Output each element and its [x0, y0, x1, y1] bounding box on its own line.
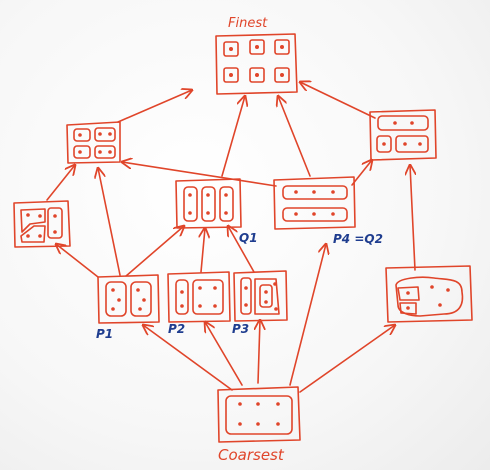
node-upper-right	[369, 109, 437, 161]
edge-q1-finest	[221, 96, 245, 177]
edge-p4-finest	[278, 96, 311, 177]
edges	[46, 82, 415, 393]
edge-p4-upperright	[351, 160, 372, 186]
edge-p4-upperleft	[122, 162, 277, 187]
node-p1	[97, 274, 160, 324]
label-finest: Finest	[228, 16, 268, 31]
label-p1: P1	[96, 327, 113, 341]
edge-coarsest-p1	[143, 325, 233, 391]
node-coarsest	[217, 386, 301, 443]
edge-p2-q1	[201, 228, 205, 273]
label-coarsest: Coarsest	[218, 446, 285, 464]
node-right	[385, 265, 473, 323]
edge-p3-q1	[228, 226, 255, 273]
label-p4-q2: P4 =Q2	[333, 232, 383, 246]
node-left	[13, 200, 71, 248]
edge-p1-leftbox	[56, 244, 99, 278]
edge-upperleft-finest	[117, 90, 192, 123]
edge-coarsest-p4	[289, 244, 326, 386]
node-upper-left	[66, 121, 121, 164]
edge-coarsest-right	[299, 325, 395, 393]
edge-right-p4	[410, 165, 415, 271]
element-dots	[26, 45, 450, 426]
node-p4-q2	[273, 176, 356, 230]
node-p2	[167, 271, 231, 323]
edge-p1-upperleft	[98, 168, 121, 276]
node-q1	[175, 178, 242, 229]
node-finest	[215, 33, 298, 95]
edge-coarsest-p3	[258, 320, 260, 384]
edge-upperright-finest	[300, 82, 376, 119]
label-q1: Q1	[239, 231, 258, 245]
edge-p1-q1	[125, 226, 184, 277]
label-p3: P3	[232, 322, 249, 336]
edge-leftbox-upperleft	[46, 165, 75, 201]
edge-coarsest-p2	[205, 322, 243, 386]
node-p3	[233, 270, 288, 322]
label-p2: P2	[168, 322, 185, 336]
